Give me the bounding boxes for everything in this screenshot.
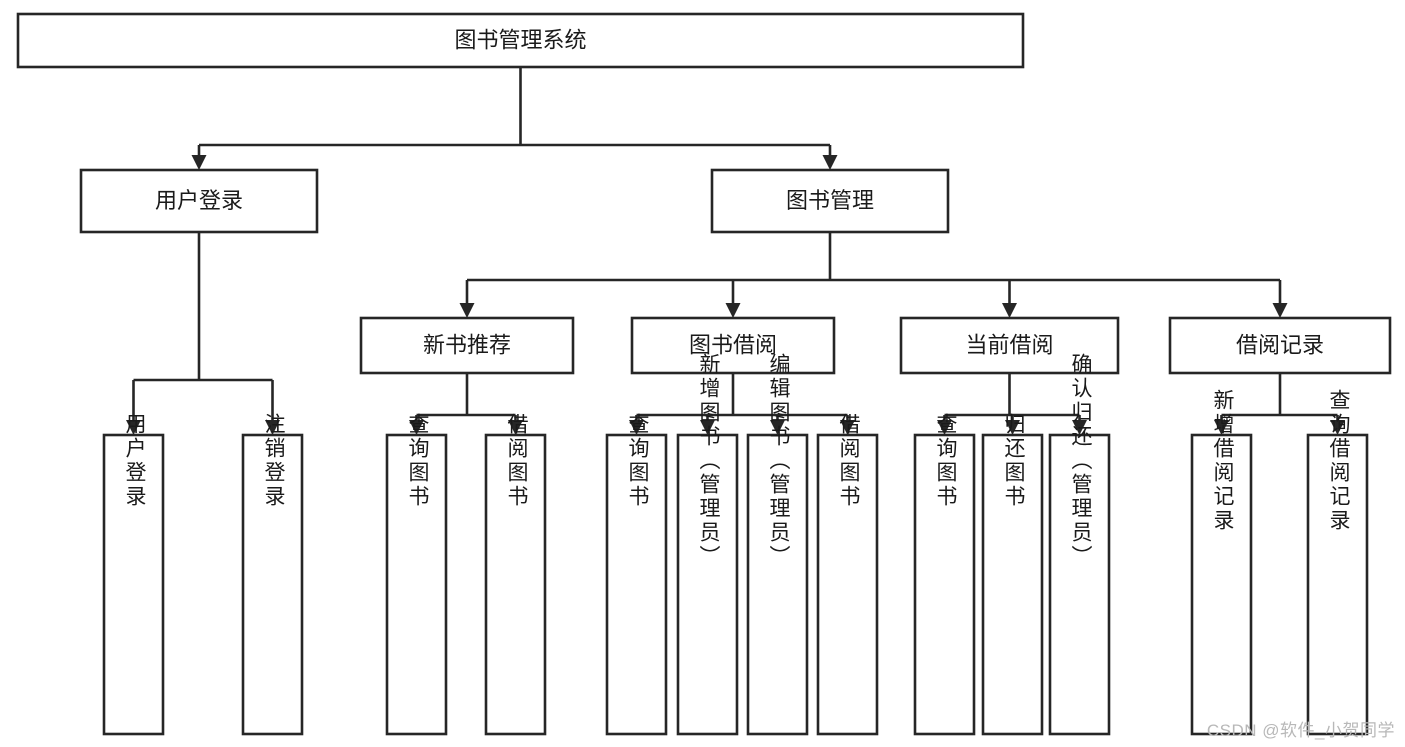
node-user-login[interactable]: 用户登录 xyxy=(79,168,319,234)
node-new-book-recommend[interactable]: 新书推荐 xyxy=(359,316,575,375)
arrow-head-icon xyxy=(265,420,280,435)
leaf-leaf-borrow-book-2[interactable]: 借阅图书 xyxy=(816,413,879,736)
arrow-head-icon xyxy=(1330,420,1345,435)
arrow-head-icon xyxy=(840,420,855,435)
leaf-leaf-query-record[interactable]: 查询借阅记录 xyxy=(1306,389,1369,736)
nodes-layer: 图书管理系统用户登录图书管理新书推荐图书借阅当前借阅借阅记录用户登录注销登录查询… xyxy=(16,12,1392,736)
arrow-head-icon xyxy=(822,155,838,170)
leaf-label: 查询图书 xyxy=(406,413,430,509)
leaf-label: 查询图书 xyxy=(934,413,958,509)
arrow-head-icon xyxy=(1072,420,1087,435)
leaf-label: 借阅图书 xyxy=(837,413,861,509)
arrow-head-icon xyxy=(770,420,785,435)
arrow-head-icon xyxy=(508,420,523,435)
leaf-leaf-query-book-1[interactable]: 查询图书 xyxy=(385,413,448,736)
node-label: 借阅记录 xyxy=(1236,332,1324,357)
arrow-head-icon xyxy=(629,420,644,435)
leaf-leaf-confirm-return[interactable]: 确认归还（管理员） xyxy=(1048,353,1111,736)
leaf-leaf-borrow-book-1[interactable]: 借阅图书 xyxy=(484,413,547,736)
leaf-label: 新增借阅记录 xyxy=(1211,389,1235,533)
arrow-head-icon xyxy=(126,420,141,435)
leaf-leaf-return-book[interactable]: 归还图书 xyxy=(981,413,1044,736)
connectors-layer xyxy=(126,67,1345,435)
arrow-head-icon xyxy=(700,420,715,435)
leaf-leaf-add-book[interactable]: 新增图书（管理员） xyxy=(676,353,739,736)
node-root[interactable]: 图书管理系统 xyxy=(16,12,1025,69)
leaf-label: 归还图书 xyxy=(1002,413,1026,509)
leaf-label: 查询借阅记录 xyxy=(1327,389,1351,533)
arrow-head-icon xyxy=(1005,420,1020,435)
arrow-head-icon xyxy=(1214,420,1229,435)
leaf-leaf-edit-book[interactable]: 编辑图书（管理员） xyxy=(746,353,809,736)
arrow-head-icon xyxy=(1272,303,1288,318)
node-label: 新书推荐 xyxy=(423,332,511,357)
leaf-leaf-query-book-3[interactable]: 查询图书 xyxy=(913,413,976,736)
leaf-label: 查询图书 xyxy=(626,413,650,509)
leaf-label: 借阅图书 xyxy=(505,413,529,509)
leaf-leaf-query-book-2[interactable]: 查询图书 xyxy=(605,413,668,736)
arrow-head-icon xyxy=(725,303,741,318)
arrow-head-icon xyxy=(1002,303,1017,318)
node-current-borrow[interactable]: 当前借阅 xyxy=(899,316,1120,375)
node-label: 图书管理系统 xyxy=(454,27,586,52)
node-borrow-record[interactable]: 借阅记录 xyxy=(1168,316,1392,375)
leaf-label: 确认归还（管理员） xyxy=(1069,353,1093,569)
node-label: 图书借阅 xyxy=(689,332,777,357)
leaf-leaf-user-logout[interactable]: 注销登录 xyxy=(241,413,304,736)
node-label: 图书管理 xyxy=(786,188,874,213)
leaf-leaf-add-record[interactable]: 新增借阅记录 xyxy=(1190,389,1253,736)
node-book-borrow[interactable]: 图书借阅 xyxy=(630,316,836,375)
node-label: 用户登录 xyxy=(155,188,243,213)
arrow-head-icon xyxy=(459,303,475,318)
leaf-leaf-user-login[interactable]: 用户登录 xyxy=(102,413,165,736)
arrow-head-icon xyxy=(191,155,207,170)
leaf-label: 新增图书（管理员） xyxy=(697,353,721,569)
leaf-label: 用户登录 xyxy=(123,413,147,509)
arrow-head-icon xyxy=(409,420,424,435)
node-label: 当前借阅 xyxy=(965,332,1053,357)
leaf-label: 编辑图书（管理员） xyxy=(767,353,791,569)
leaf-label: 注销登录 xyxy=(262,413,286,509)
node-book-manage[interactable]: 图书管理 xyxy=(710,168,950,234)
arrow-head-icon xyxy=(937,420,952,435)
